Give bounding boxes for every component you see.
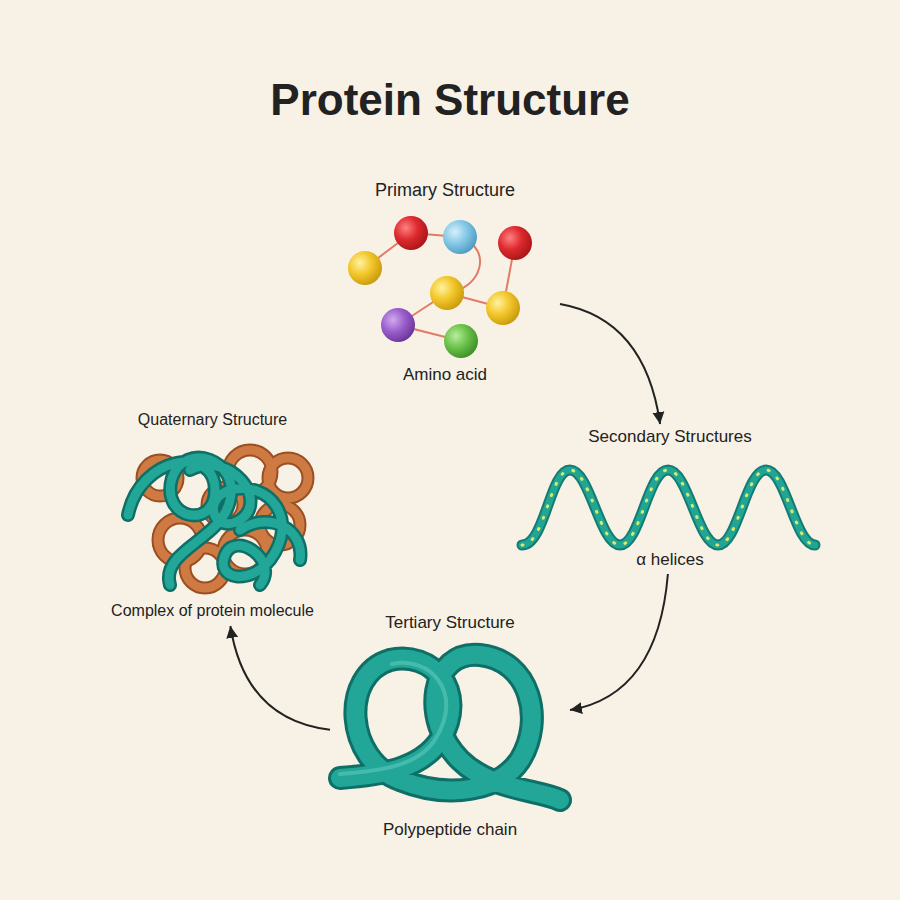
structure-stage: Tertiary StructurePolypeptide chain [330,610,570,845]
alpha-helix [522,470,815,545]
stage-caption: Polypeptide chain [330,818,570,842]
amino-acid-beads [348,216,532,358]
stage-heading: Tertiary Structure [330,611,570,635]
protein-complex [128,450,308,588]
flow-arrow [570,574,668,710]
stage-caption: Complex of protein molecule [85,599,340,623]
stage-heading: Quaternary Structure [85,408,340,432]
folded-chain [340,655,560,800]
stage-caption: α helices [520,548,820,572]
flow-arrow [230,626,330,730]
amino-acid-chain [365,233,515,341]
structure-stage: Primary StructureAmino acid [330,178,560,388]
diagram-title: Protein Structure [0,70,900,130]
stage-heading: Secondary Structures [520,425,820,449]
structure-stage: Quaternary StructureComplex of protein m… [85,406,340,626]
flow-arrow [560,304,660,424]
structure-stage: Secondary Structures α helices [520,424,820,574]
stage-heading: Primary Structure [330,178,560,202]
stage-caption: Amino acid [330,363,560,387]
